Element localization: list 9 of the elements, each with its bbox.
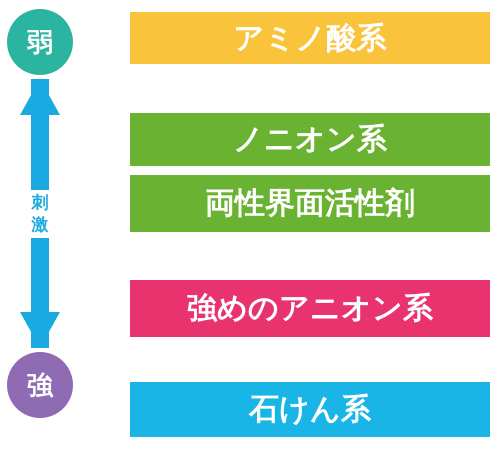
category-bar: 両性界面活性剤 [130, 175, 490, 232]
double-arrow [20, 79, 60, 348]
category-bar: 強めのアニオン系 [130, 280, 490, 337]
level-circle: 強 [7, 352, 73, 418]
edge-label: 刺激 [29, 190, 51, 238]
category-bar: ノニオン系 [130, 113, 490, 166]
category-bar: 石けん系 [130, 382, 490, 437]
level-circle: 弱 [7, 9, 73, 75]
category-bar: アミノ酸系 [130, 12, 490, 64]
